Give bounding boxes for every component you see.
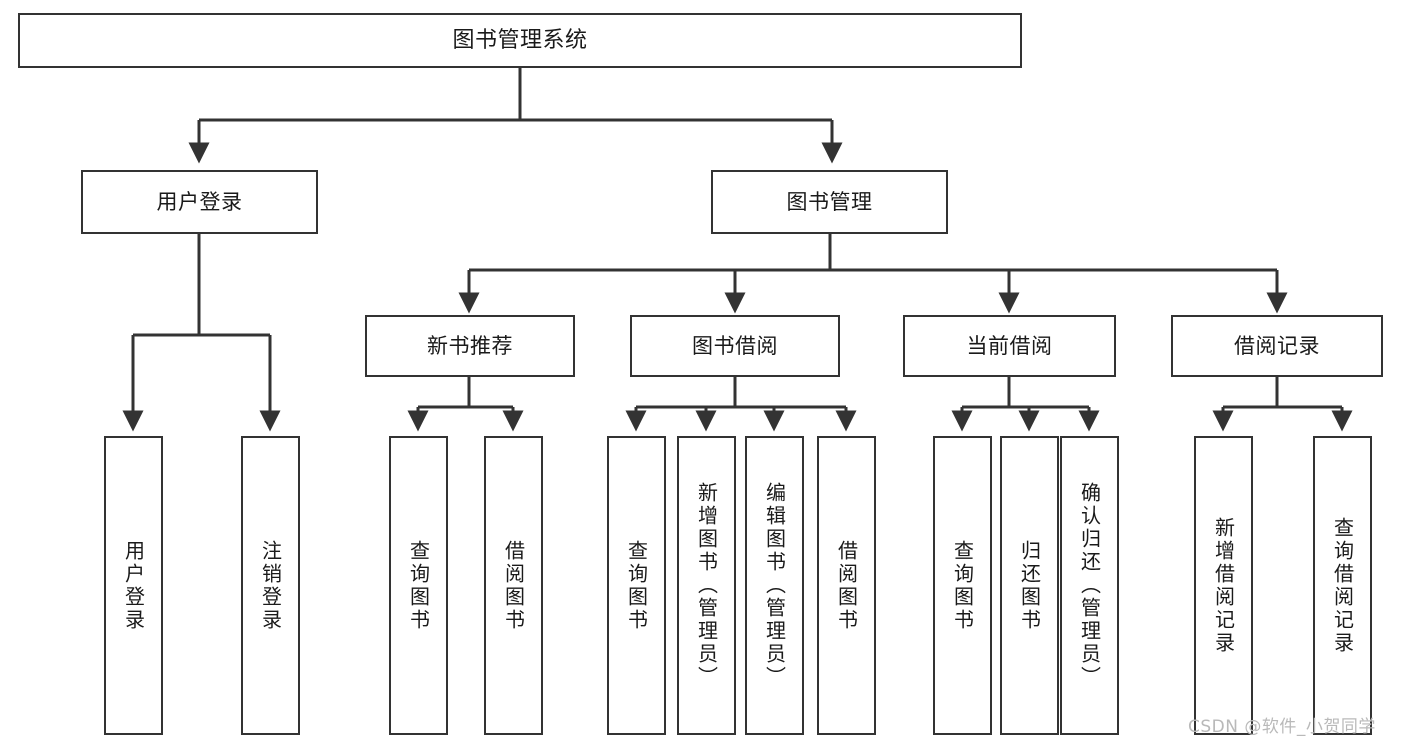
leaf-book-borrow-query-books[interactable]: 查询图书 [607, 436, 666, 735]
node-new-book-recommend[interactable]: 新书推荐 [365, 315, 575, 377]
node-label: 查询图书 [624, 539, 649, 632]
node-label: 借阅图书 [501, 539, 526, 632]
node-label: 用户登录 [156, 189, 243, 214]
node-label: 新增图书（管理员） [694, 482, 719, 689]
leaf-current-borrow-query-books[interactable]: 查询图书 [933, 436, 992, 735]
leaf-book-borrow-add-book-admin[interactable]: 新增图书（管理员） [677, 436, 736, 735]
node-user-login[interactable]: 用户登录 [81, 170, 318, 234]
node-label: 查询图书 [950, 539, 975, 632]
watermark-text: CSDN @软件_小贺同学 [1188, 717, 1376, 737]
node-label: 图书管理 [786, 189, 873, 214]
leaf-current-borrow-confirm-return-admin[interactable]: 确认归还（管理员） [1060, 436, 1119, 735]
node-label: 查询图书 [406, 539, 431, 632]
node-label: 借阅图书 [834, 539, 859, 632]
node-label: 确认归还（管理员） [1077, 482, 1102, 689]
node-book-management[interactable]: 图书管理 [711, 170, 948, 234]
node-borrow-record[interactable]: 借阅记录 [1171, 315, 1383, 377]
node-label: 编辑图书（管理员） [762, 482, 787, 689]
leaf-book-borrow-borrow-books[interactable]: 借阅图书 [817, 436, 876, 735]
leaf-new-book-borrow-books[interactable]: 借阅图书 [484, 436, 543, 735]
leaf-borrow-record-query-record[interactable]: 查询借阅记录 [1313, 436, 1372, 735]
leaf-user-login-signin[interactable]: 用户登录 [104, 436, 163, 735]
node-label: 图书管理系统 [452, 27, 588, 53]
node-label: 当前借阅 [966, 333, 1053, 358]
node-label: 图书借阅 [692, 333, 778, 358]
node-label: 用户登录 [121, 539, 146, 632]
node-label: 借阅记录 [1234, 333, 1320, 358]
leaf-new-book-query-books[interactable]: 查询图书 [389, 436, 448, 735]
leaf-borrow-record-add-record[interactable]: 新增借阅记录 [1194, 436, 1253, 735]
leaf-current-borrow-return-books[interactable]: 归还图书 [1000, 436, 1059, 735]
node-current-borrow[interactable]: 当前借阅 [903, 315, 1116, 377]
node-label: 注销登录 [258, 539, 283, 632]
leaf-book-borrow-edit-book-admin[interactable]: 编辑图书（管理员） [745, 436, 804, 735]
node-label: 新增借阅记录 [1211, 516, 1236, 655]
node-label: 归还图书 [1017, 539, 1042, 632]
node-root-book-management-system[interactable]: 图书管理系统 [18, 13, 1022, 68]
node-label: 查询借阅记录 [1330, 516, 1355, 655]
leaf-user-login-signout[interactable]: 注销登录 [241, 436, 300, 735]
node-book-borrow[interactable]: 图书借阅 [630, 315, 840, 377]
node-label: 新书推荐 [427, 333, 513, 358]
